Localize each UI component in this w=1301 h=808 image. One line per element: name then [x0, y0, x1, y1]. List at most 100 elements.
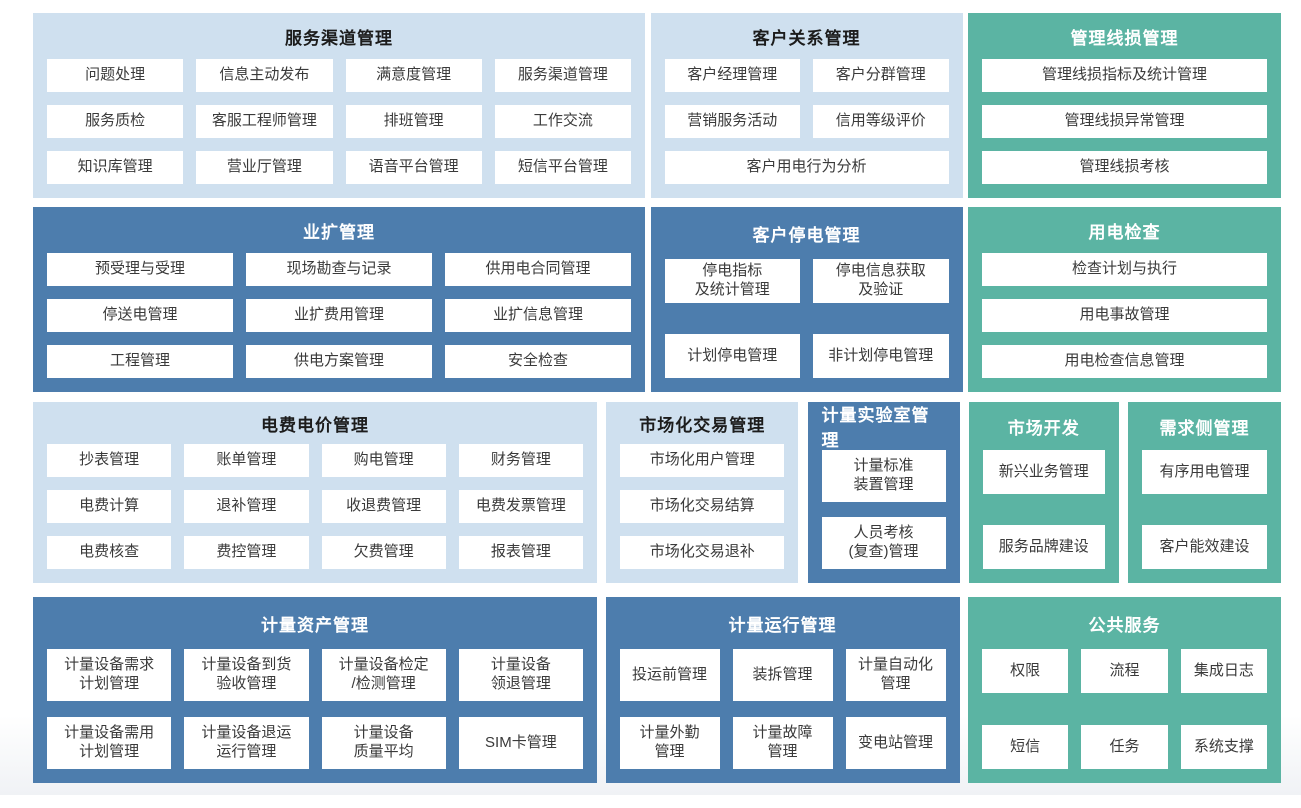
module-item: 客服工程师管理: [196, 105, 333, 138]
module-item: 管理线损指标及统计管理: [982, 59, 1267, 92]
block-title: 业扩管理: [303, 222, 375, 242]
module-item: 工程管理: [47, 345, 233, 378]
block-market-trade: 市场化交易管理 市场化用户管理市场化交易结算市场化交易退补: [606, 402, 799, 583]
module-item: 客户经理管理: [664, 59, 800, 92]
module-item: 计量外勤 管理: [619, 717, 720, 769]
module-item: 变电站管理: [845, 717, 946, 769]
block-items: 权限流程集成日志短信任务系统支撑: [982, 649, 1267, 769]
module-item: 市场化交易退补: [620, 536, 785, 569]
module-item: 抄表管理: [47, 444, 172, 477]
module-item: 停电信息获取 及验证: [813, 259, 949, 303]
block-items: 新兴业务管理服务品牌建设: [982, 450, 1105, 569]
block-title: 计量资产管理: [261, 615, 369, 635]
module-item: 业扩费用管理: [246, 299, 432, 332]
diagram-row-2: 业扩管理 预受理与受理现场勘查与记录供用电合同管理停送电管理业扩费用管理业扩信息…: [33, 207, 1281, 392]
module-item: 服务渠道管理: [494, 59, 631, 92]
module-item: 语音平台管理: [345, 151, 482, 184]
module-item: 财务管理: [458, 444, 583, 477]
module-item: 电费计算: [47, 490, 172, 523]
module-item: 账单管理: [184, 444, 309, 477]
block-items: 检查计划与执行用电事故管理用电检查信息管理: [982, 253, 1267, 378]
block-title: 公共服务: [1088, 615, 1161, 635]
module-item: 欠费管理: [321, 536, 446, 569]
module-item: 业扩信息管理: [445, 299, 631, 332]
module-item: 新兴业务管理: [982, 450, 1105, 494]
module-item: 人员考核 (复查)管理: [821, 517, 946, 569]
block-line-loss: 管理线损管理 管理线损指标及统计管理管理线损异常管理管理线损考核: [968, 13, 1281, 198]
block-items: 客户经理管理客户分群管理营销服务活动信用等级评价客户用电行为分析: [664, 59, 949, 184]
module-item: 计量设备到货 验收管理: [184, 649, 309, 701]
module-item: 系统支撑: [1180, 725, 1267, 769]
block-items: 停电指标 及统计管理停电信息获取 及验证计划停电管理非计划停电管理: [664, 259, 949, 378]
module-item: 信用等级评价: [813, 105, 949, 138]
block-metering-ops: 计量运行管理 投运前管理装拆管理计量自动化 管理计量外勤 管理计量故障 管理变电…: [605, 597, 960, 783]
module-item: 管理线损异常管理: [982, 105, 1267, 138]
module-item: 短信: [982, 725, 1069, 769]
block-items: 市场化用户管理市场化交易结算市场化交易退补: [620, 444, 785, 569]
block-title: 需求侧管理: [1159, 418, 1250, 438]
module-item: 工作交流: [494, 105, 631, 138]
module-item: 营销服务活动: [664, 105, 800, 138]
block-title: 客户停电管理: [752, 225, 861, 245]
block-customer-outage: 客户停电管理 停电指标 及统计管理停电信息获取 及验证计划停电管理非计划停电管理: [650, 207, 963, 392]
module-item: 购电管理: [321, 444, 446, 477]
module-item: 计划停电管理: [664, 334, 800, 378]
block-items: 投运前管理装拆管理计量自动化 管理计量外勤 管理计量故障 管理变电站管理: [619, 649, 946, 769]
block-title: 计量运行管理: [728, 615, 837, 635]
module-item: 服务品牌建设: [982, 525, 1105, 569]
block-items: 问题处理信息主动发布满意度管理服务渠道管理服务质检客服工程师管理排班管理工作交流…: [47, 59, 631, 184]
module-item: 市场化交易结算: [620, 490, 785, 523]
module-item: 用电事故管理: [982, 299, 1267, 332]
module-item: 计量故障 管理: [732, 717, 833, 769]
block-public-service: 公共服务 权限流程集成日志短信任务系统支撑: [968, 597, 1281, 783]
module-item: 知识库管理: [47, 151, 184, 184]
block-title: 管理线损管理: [1070, 28, 1179, 48]
module-item: 检查计划与执行: [982, 253, 1267, 286]
block-customer-relation: 客户关系管理 客户经理管理客户分群管理营销服务活动信用等级评价客户用电行为分析: [650, 13, 963, 198]
block-power-inspection: 用电检查 检查计划与执行用电事故管理用电检查信息管理: [968, 207, 1281, 392]
module-item: 投运前管理: [619, 649, 720, 701]
module-item: 服务质检: [47, 105, 184, 138]
block-title: 计量实验室管理: [821, 406, 930, 450]
module-item: 管理线损考核: [982, 151, 1267, 184]
module-item: 排班管理: [345, 105, 482, 138]
module-item: 任务: [1081, 725, 1168, 769]
block-market-dev: 市场开发 新兴业务管理服务品牌建设: [968, 402, 1119, 583]
module-item: 电费发票管理: [458, 490, 583, 523]
block-metering-asset: 计量资产管理 计量设备需求 计划管理计量设备到货 验收管理计量设备检定 /检测管…: [33, 597, 597, 783]
module-item: 计量设备 质量平均: [321, 717, 446, 769]
module-item: 电费核查: [47, 536, 172, 569]
module-item: 供用电合同管理: [445, 253, 631, 286]
block-title: 客户关系管理: [752, 28, 861, 48]
module-item: 计量设备退运 运行管理: [184, 717, 309, 769]
block-title: 电费电价管理: [261, 415, 369, 435]
block-items: 计量设备需求 计划管理计量设备到货 验收管理计量设备检定 /检测管理计量设备 领…: [47, 649, 583, 769]
block-service-channel: 服务渠道管理 问题处理信息主动发布满意度管理服务渠道管理服务质检客服工程师管理排…: [33, 13, 645, 198]
block-metering-lab: 计量实验室管理 计量标准 装置管理人员考核 (复查)管理: [807, 402, 960, 583]
module-item: 计量设备 领退管理: [458, 649, 583, 701]
block-business-expansion: 业扩管理 预受理与受理现场勘查与记录供用电合同管理停送电管理业扩费用管理业扩信息…: [33, 207, 645, 392]
module-item: 费控管理: [184, 536, 309, 569]
block-billing: 电费电价管理 抄表管理账单管理购电管理财务管理电费计算退补管理收退费管理电费发票…: [33, 402, 597, 583]
module-item: 停送电管理: [47, 299, 233, 332]
block-items: 预受理与受理现场勘查与记录供用电合同管理停送电管理业扩费用管理业扩信息管理工程管…: [47, 253, 631, 378]
module-item: 集成日志: [1180, 649, 1267, 693]
module-item: 客户用电行为分析: [664, 151, 949, 184]
diagram-row-4: 计量资产管理 计量设备需求 计划管理计量设备到货 验收管理计量设备检定 /检测管…: [33, 597, 1281, 783]
module-item: 报表管理: [458, 536, 583, 569]
module-item: 计量自动化 管理: [845, 649, 946, 701]
module-item: 客户能效建设: [1142, 525, 1267, 569]
block-items: 计量标准 装置管理人员考核 (复查)管理: [821, 450, 946, 569]
module-item: 满意度管理: [345, 59, 482, 92]
module-item: 计量设备检定 /检测管理: [321, 649, 446, 701]
module-item: 信息主动发布: [196, 59, 333, 92]
block-title: 市场开发: [1007, 418, 1080, 438]
module-item: 问题处理: [47, 59, 184, 92]
module-item: 市场化用户管理: [620, 444, 785, 477]
module-item: 停电指标 及统计管理: [664, 259, 800, 303]
module-item: 用电检查信息管理: [982, 345, 1267, 378]
module-item: 退补管理: [184, 490, 309, 523]
module-item: 非计划停电管理: [813, 334, 949, 378]
module-item: 计量标准 装置管理: [821, 450, 946, 502]
module-item: 安全检查: [445, 345, 631, 378]
